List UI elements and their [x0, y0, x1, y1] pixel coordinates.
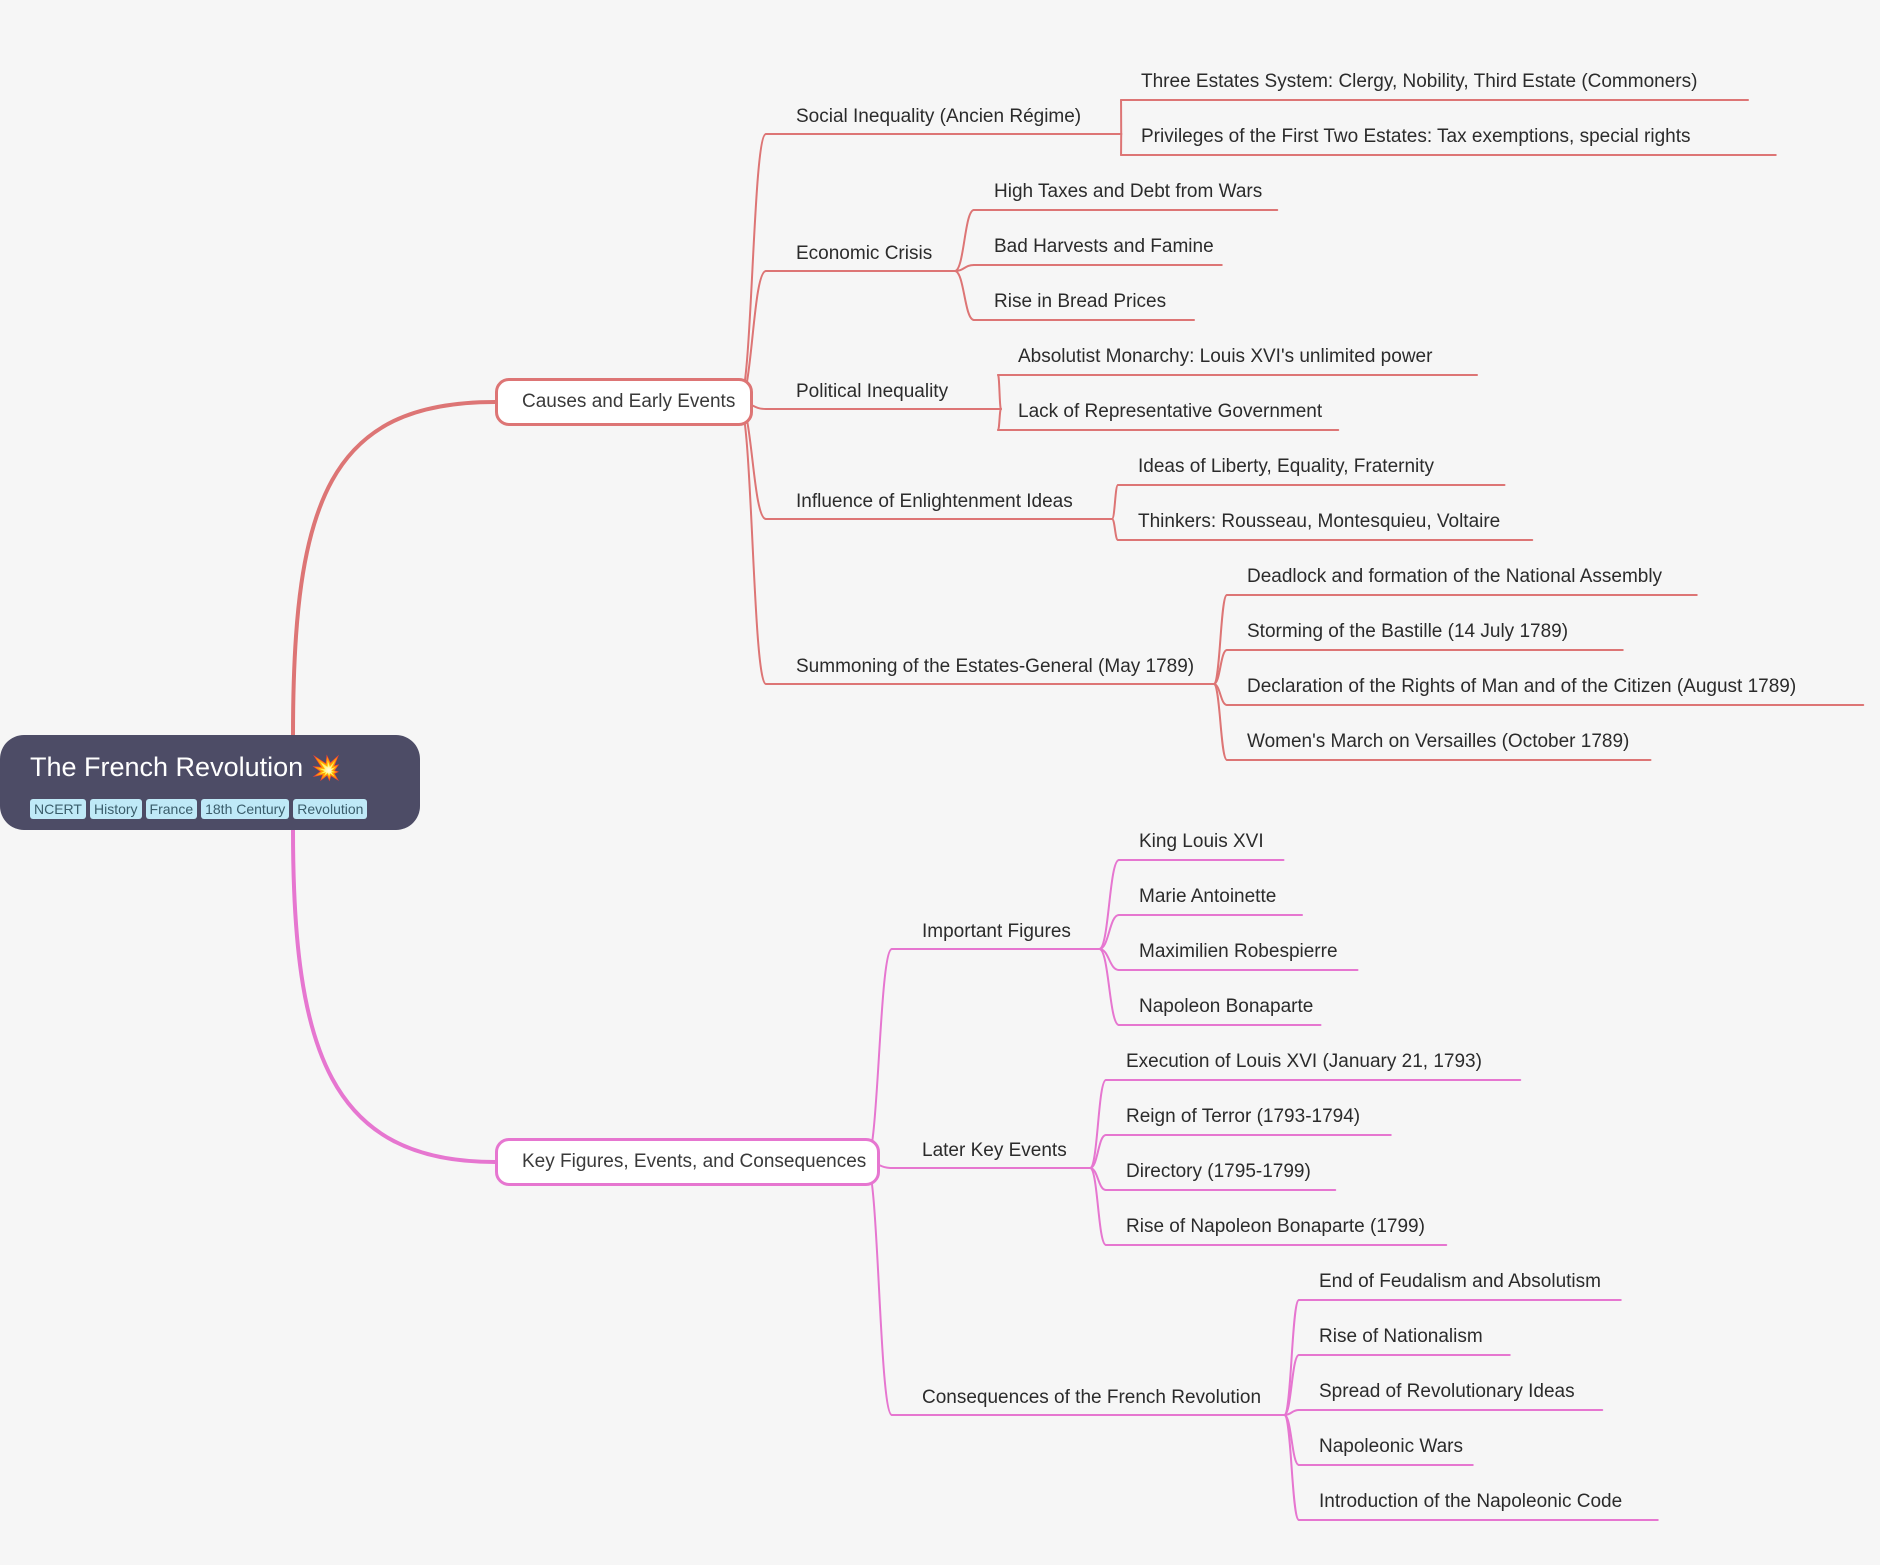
subtopic[interactable]: Influence of Enlightenment Ideas	[796, 491, 1073, 512]
leaf-topic[interactable]: Spread of Revolutionary Ideas	[1319, 1381, 1575, 1402]
branch-topic[interactable]: Key Figures, Events, and Consequences	[495, 1138, 880, 1186]
connector-line	[1212, 649, 1228, 685]
connector-line	[953, 270, 975, 321]
connector-line	[1089, 1134, 1107, 1169]
leaf-topic[interactable]: Maximilien Robespierre	[1139, 941, 1338, 962]
connector-line	[953, 209, 975, 272]
leaf-topic[interactable]: Napoleonic Wars	[1319, 1436, 1463, 1457]
leaf-topic[interactable]: Rise of Nationalism	[1319, 1326, 1483, 1347]
leaf-topic[interactable]: Introduction of the Napoleonic Code	[1319, 1491, 1623, 1512]
connector-line	[738, 133, 767, 403]
subtopic[interactable]: Economic Crisis	[796, 243, 933, 264]
leaf-topic[interactable]: Three Estates System: Clergy, Nobility, …	[1141, 71, 1698, 92]
subtopic[interactable]: Summoning of the Estates-General (May 17…	[796, 656, 1195, 677]
leaf-topic[interactable]: Directory (1795-1799)	[1126, 1161, 1311, 1182]
connector-line	[997, 408, 1002, 431]
leaf-topic[interactable]: Thinkers: Rousseau, Montesquieu, Voltair…	[1138, 511, 1501, 532]
leaf-topic[interactable]: Declaration of the Rights of Man and of …	[1247, 676, 1797, 697]
subtopic[interactable]: Social Inequality (Ancien Régime)	[796, 106, 1082, 127]
connector-line	[738, 401, 767, 685]
collision-icon: 💥	[311, 755, 342, 782]
leaf-topic[interactable]: Lack of Representative Government	[1018, 401, 1323, 422]
leaf-topic[interactable]: Privileges of the First Two Estates: Tax…	[1141, 126, 1691, 147]
tag[interactable]: France	[145, 799, 198, 819]
connector-line	[291, 400, 497, 737]
leaf-topic[interactable]: End of Feudalism and Absolutism	[1319, 1271, 1601, 1292]
leaf-topic[interactable]: Napoleon Bonaparte	[1139, 996, 1314, 1017]
branch-topic[interactable]: Causes and Early Events	[495, 378, 753, 426]
tag[interactable]: NCERT	[30, 799, 86, 819]
root-title: The French Revolution 💥	[30, 749, 420, 787]
leaf-topic[interactable]: King Louis XVI	[1139, 831, 1264, 852]
leaf-topic[interactable]: Rise of Napoleon Bonaparte (1799)	[1126, 1216, 1425, 1237]
connector-line	[1098, 859, 1120, 950]
leaf-topic[interactable]: Reign of Terror (1793-1794)	[1126, 1106, 1361, 1127]
connector-line	[1283, 1414, 1300, 1521]
connector-line	[997, 374, 1002, 410]
connector-line	[1098, 914, 1120, 950]
subtopic[interactable]: Later Key Events	[922, 1140, 1067, 1161]
connector-line	[865, 1161, 893, 1416]
tag[interactable]: 18th Century	[201, 799, 290, 819]
connector-line	[1283, 1354, 1300, 1416]
connector-line	[1089, 1167, 1107, 1246]
leaf-topic[interactable]: Marie Antoinette	[1139, 886, 1277, 907]
leaf-topic[interactable]: High Taxes and Debt from Wars	[994, 181, 1263, 202]
subtopic[interactable]: Consequences of the French Revolution	[922, 1387, 1262, 1408]
tag[interactable]: Revolution	[293, 799, 368, 819]
root-title-text: The French Revolution	[30, 752, 304, 782]
connector-line	[865, 948, 893, 1163]
leaf-topic[interactable]: Rise in Bread Prices	[994, 291, 1167, 312]
leaf-topic[interactable]: Absolutist Monarchy: Louis XVI's unlimit…	[1018, 346, 1433, 367]
leaf-topic[interactable]: Bad Harvests and Famine	[994, 236, 1214, 257]
connector-line	[1089, 1079, 1107, 1169]
connector-line	[1098, 948, 1120, 1026]
leaf-topic[interactable]: Storming of the Bastille (14 July 1789)	[1247, 621, 1569, 642]
leaf-topic[interactable]: Women's March on Versailles (October 178…	[1247, 731, 1630, 752]
connector-line	[291, 828, 497, 1164]
connector-line	[1111, 518, 1119, 541]
leaf-topic[interactable]: Execution of Louis XVI (January 21, 1793…	[1126, 1051, 1482, 1072]
connector-line	[1212, 683, 1228, 761]
subtopic[interactable]: Political Inequality	[796, 381, 949, 402]
leaf-topic[interactable]: Ideas of Liberty, Equality, Fraternity	[1138, 456, 1435, 477]
connector-line	[1111, 484, 1119, 520]
subtopic[interactable]: Important Figures	[922, 921, 1071, 942]
leaf-topic[interactable]: Deadlock and formation of the National A…	[1247, 566, 1663, 587]
tag[interactable]: History	[89, 799, 142, 819]
